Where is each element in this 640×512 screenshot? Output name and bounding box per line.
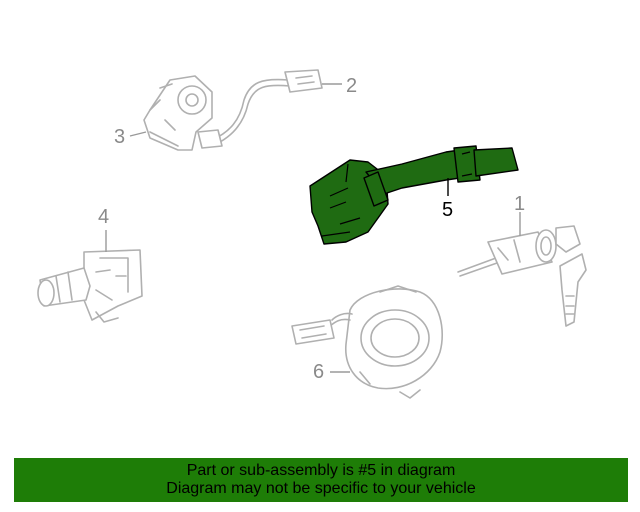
part-4-wiper-switch[interactable]	[37, 249, 143, 323]
callout-2: 2	[346, 75, 357, 97]
callout-4: 4	[98, 206, 109, 228]
callout-1: 1	[514, 193, 525, 215]
banner-line-disclaimer: Diagram may not be specific to your vehi…	[166, 480, 476, 497]
leader-lines	[105, 83, 521, 373]
callout-3: 3	[114, 126, 125, 148]
callout-6: 6	[313, 361, 324, 383]
callout-5: 5	[442, 199, 453, 221]
part-5-combination-switch[interactable]	[309, 145, 519, 245]
part-1-ignition-lock[interactable]	[457, 225, 587, 327]
part-2-wire-harness[interactable]	[197, 69, 323, 149]
parts-diagram: 2 3 4 1 5 6	[37, 69, 587, 399]
part-3-switch-body[interactable]	[143, 75, 213, 151]
info-banner: Part or sub-assembly is #5 in diagram Di…	[14, 458, 628, 502]
banner-line-part: Part or sub-assembly is #5 in diagram	[186, 462, 456, 479]
part-6-spiral-cable[interactable]	[291, 285, 443, 399]
